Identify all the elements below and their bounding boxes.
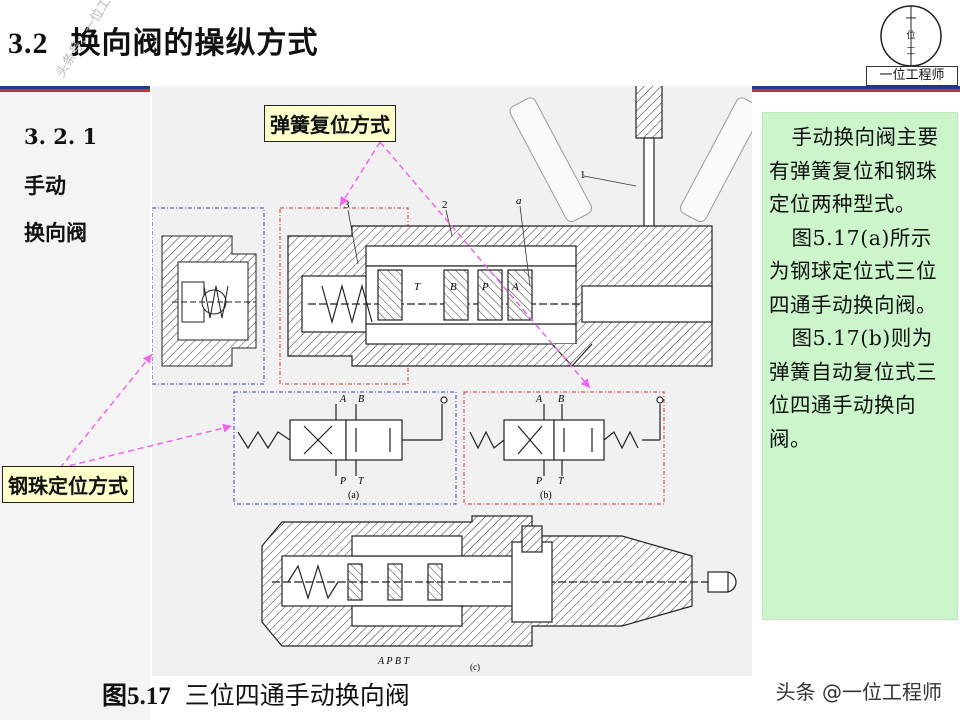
symbol-b-box (463, 391, 665, 505)
header-rule-left (0, 86, 150, 92)
port-B: B (450, 281, 457, 293)
explanation-paragraph-2: 图5.17(a)所示为钢球定位式三位四通手动换向阀。 (769, 225, 937, 317)
figure-title: 三位四通手动换向阀 (184, 681, 410, 710)
header-rule-right (752, 86, 960, 92)
explanation-text: 手动换向阀主要有弹簧复位和钢珠定位两种型式。 图5.17(a)所示为钢球定位式三… (769, 121, 951, 456)
valve-drawing: T B P A 1 2 3 a (151, 79, 763, 672)
sym-b-B: B (558, 394, 564, 405)
symbol-a-box (233, 391, 457, 505)
figure-number: 图5.17 (102, 683, 171, 710)
port-P: P (481, 281, 489, 293)
callout-spring-return: 弹簧复位方式 (264, 105, 396, 142)
logo-char-3: 工 (906, 46, 915, 56)
logo-char-2: 位 (906, 29, 915, 40)
sidebar-panel (0, 92, 150, 720)
port-A: A (511, 281, 519, 293)
sub-label-b: (b) (540, 490, 552, 501)
valve-figure: T B P A 1 2 3 a (151, 79, 763, 676)
sub-label-a: (a) (348, 490, 359, 501)
explanation-paragraph-1: 手动换向阀主要有弹簧复位和钢珠定位两种型式。 (769, 125, 939, 216)
sym-b-A: A (535, 394, 543, 405)
sidebar-section-number: 3. 2. 1 (24, 124, 98, 149)
symbol-b (469, 396, 664, 476)
symbol-a (237, 396, 448, 476)
handle-right-ghost (679, 97, 763, 223)
source-watermark: 头条 @一位工程师 (775, 680, 942, 704)
sym-a-A: A (339, 394, 347, 405)
sidebar-line-1: 手动 (24, 173, 66, 198)
sym-b-T: T (558, 476, 565, 487)
logo-char-1: 一 (906, 13, 917, 25)
port-T: T (414, 281, 421, 293)
valve-section-c (261, 515, 737, 647)
main-valve-body (287, 225, 713, 367)
label-1: 1 (580, 169, 586, 181)
explanation-paragraph-3: 图5.17(b)则为弹簧自动复位式三位四通手动换向阀。 (769, 326, 937, 451)
ball-detent-section (161, 235, 257, 367)
sym-a-T: T (358, 476, 365, 487)
logo-label: 一位工程师 (866, 66, 958, 86)
ball-detent-box (151, 207, 265, 385)
label-2: 2 (442, 199, 448, 211)
sym-a-P: P (339, 476, 346, 487)
sym-a-B: B (358, 394, 364, 405)
callout-ball-detent: 钢珠定位方式 (2, 466, 134, 503)
handle-left-ghost (509, 97, 593, 223)
figure-caption: 图5.17 三位四通手动换向阀 (102, 676, 410, 712)
sym-b-P: P (535, 476, 542, 487)
sub-label-c: (c) (470, 662, 480, 672)
label-a: a (516, 195, 522, 207)
explanation-panel: 手动换向阀主要有弹簧复位和钢珠定位两种型式。 图5.17(a)所示为钢球定位式三… (762, 112, 958, 620)
sidebar-line-2: 换向阀 (24, 220, 87, 245)
c-ports: A P B T (377, 656, 410, 667)
